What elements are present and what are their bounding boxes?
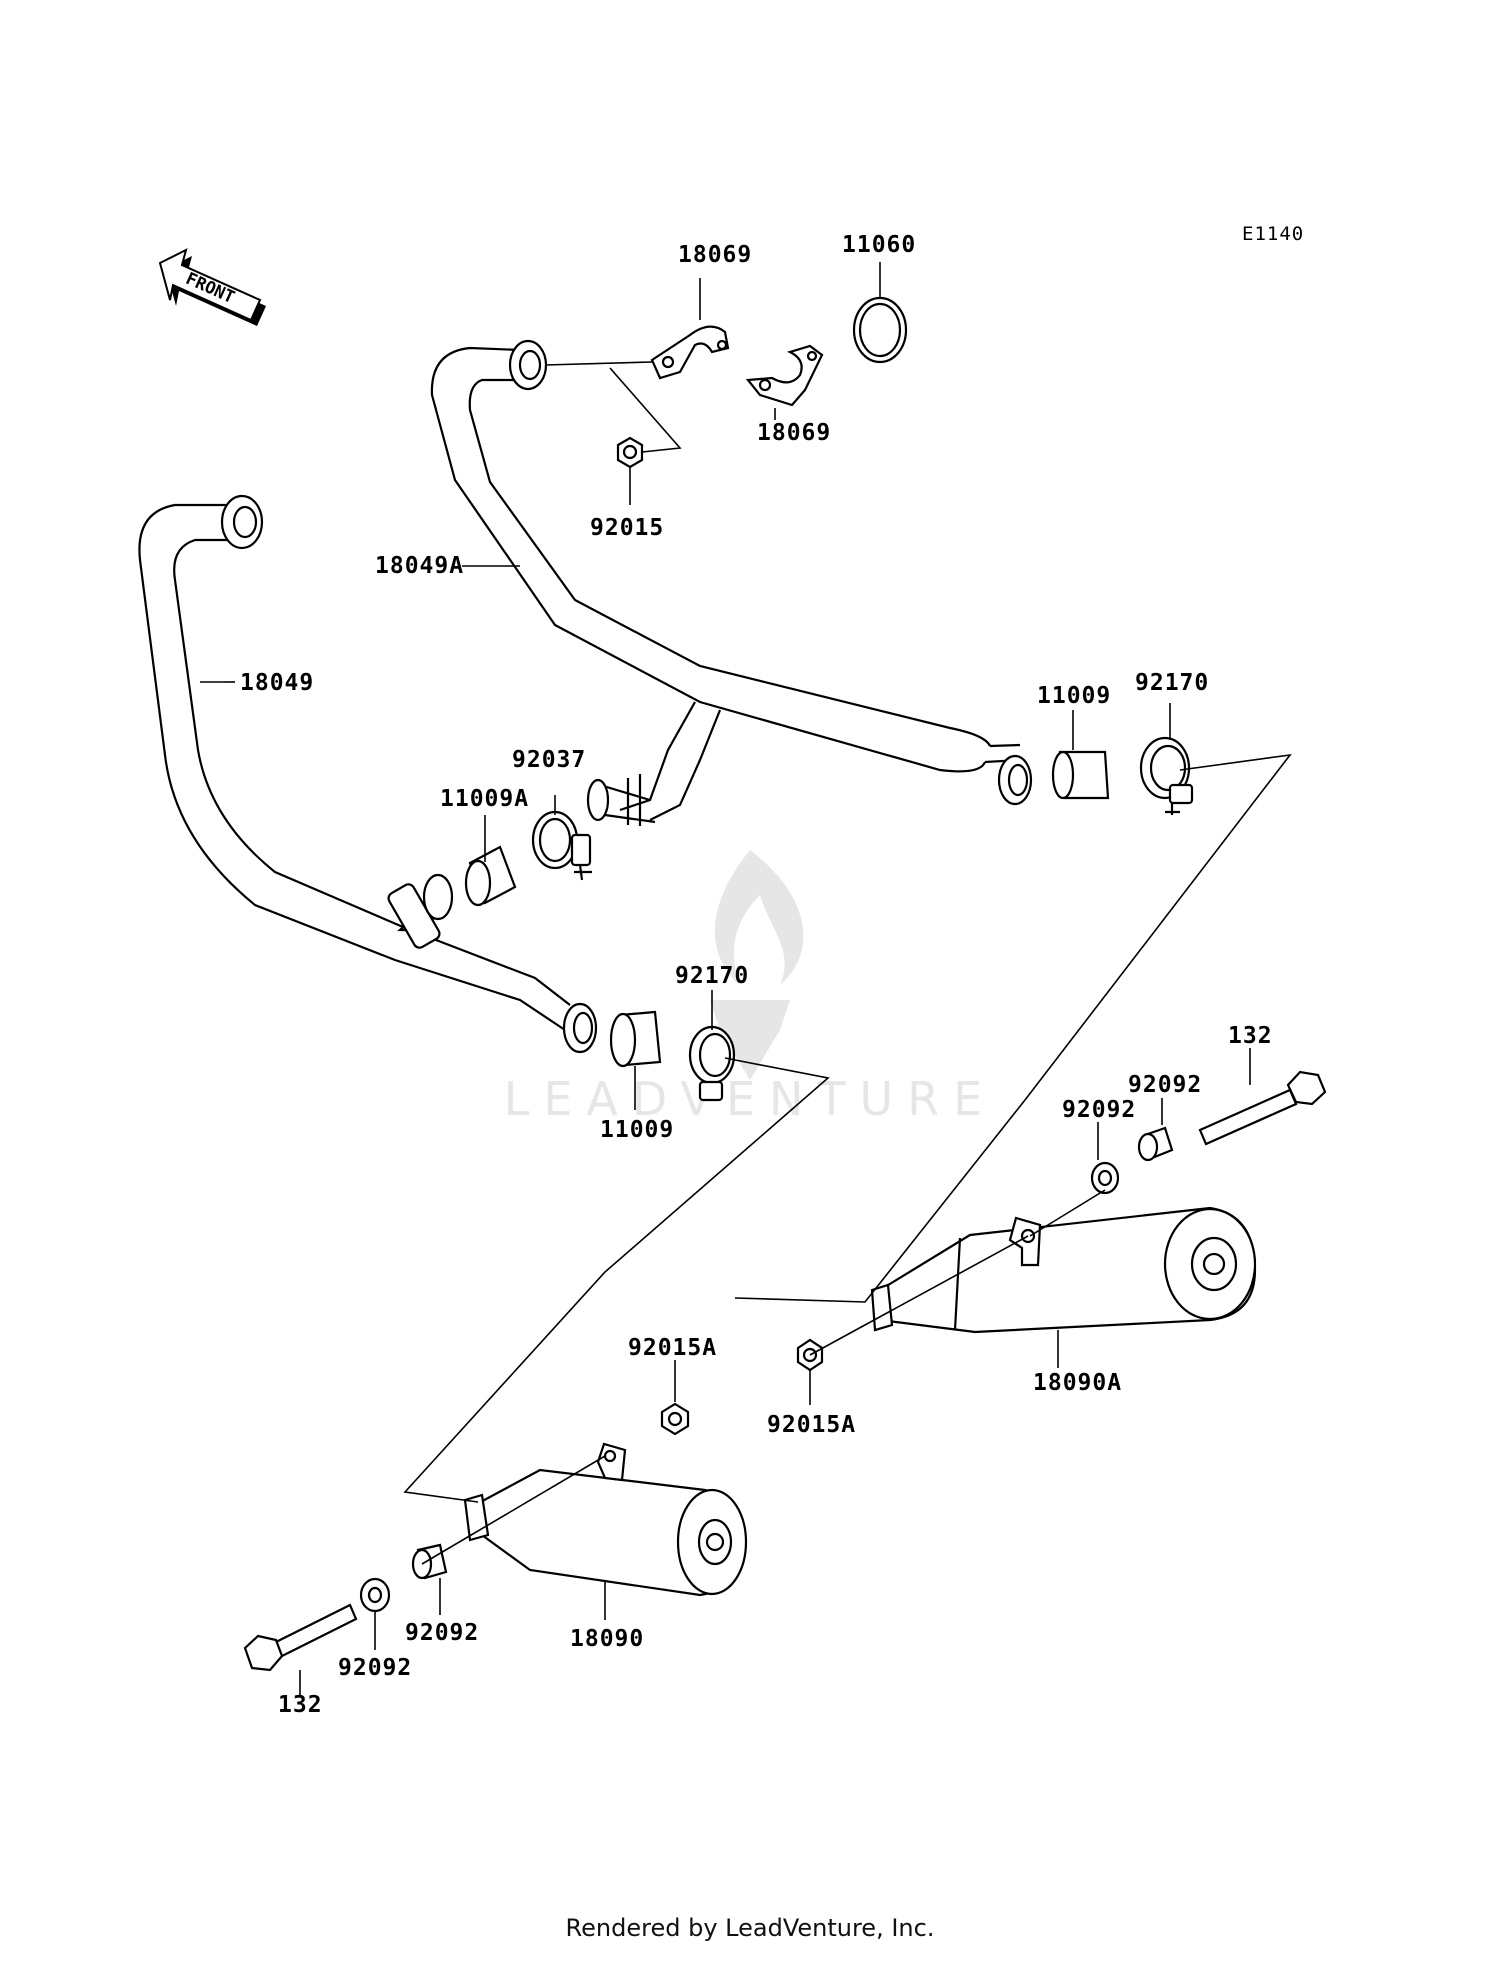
muffler-18090A bbox=[870, 1206, 1257, 1334]
sleeve-11009-mid bbox=[609, 1010, 662, 1068]
label-18090A: 18090A bbox=[1033, 1370, 1122, 1396]
diagram-code: E1140 bbox=[1242, 223, 1304, 245]
label-92015: 92015 bbox=[590, 515, 664, 541]
sleeve-11009A bbox=[464, 845, 517, 907]
label-132-right: 132 bbox=[1228, 1023, 1273, 1049]
sleeve-11009-right bbox=[1051, 750, 1110, 800]
bolt-132-right bbox=[1198, 1070, 1327, 1146]
exhaust-pipe-18049 bbox=[138, 494, 598, 1054]
label-92092-l2: 92092 bbox=[338, 1655, 412, 1681]
washer-92092-l2 bbox=[411, 1543, 448, 1580]
label-18049A: 18049A bbox=[375, 553, 464, 579]
nut-92015 bbox=[616, 436, 644, 469]
washer-92092-l1 bbox=[359, 1577, 391, 1613]
label-92170-mid: 92170 bbox=[675, 963, 749, 989]
leader-lines bbox=[200, 262, 1292, 1695]
muffler-18090 bbox=[463, 1442, 748, 1597]
front-arrow-icon: FRONT bbox=[158, 248, 266, 326]
exhaust-pipe-18049A bbox=[430, 339, 1033, 826]
watermark-text: LEADVENTURE bbox=[504, 1072, 997, 1126]
label-92015A-right: 92015A bbox=[767, 1412, 856, 1438]
bracket-18069-top bbox=[650, 325, 730, 380]
clamp-92037 bbox=[531, 810, 592, 881]
label-18069-bottom: 18069 bbox=[757, 420, 831, 446]
clamp-92170-right bbox=[1139, 736, 1194, 815]
label-18049: 18049 bbox=[240, 670, 314, 696]
label-92170-right: 92170 bbox=[1135, 670, 1209, 696]
bracket-18069-bottom bbox=[745, 344, 824, 407]
watermark-logo: LEADVENTURE bbox=[504, 850, 997, 1126]
label-92037: 92037 bbox=[512, 747, 586, 773]
label-11009-mid: 11009 bbox=[600, 1117, 674, 1143]
label-11009-right: 11009 bbox=[1037, 683, 1111, 709]
bolt-132-left bbox=[243, 1603, 358, 1672]
label-11060: 11060 bbox=[842, 232, 916, 258]
label-92092-r1: 92092 bbox=[1128, 1072, 1202, 1098]
label-92092-r2: 92092 bbox=[1062, 1097, 1136, 1123]
label-132-left: 132 bbox=[278, 1692, 323, 1718]
label-18090: 18090 bbox=[570, 1626, 644, 1652]
label-92015A-top: 92015A bbox=[628, 1335, 717, 1361]
nut-92015A-top bbox=[660, 1402, 690, 1436]
label-18069-top: 18069 bbox=[678, 242, 752, 268]
footer-credit: Rendered by LeadVenture, Inc. bbox=[565, 1914, 935, 1942]
label-92092-l1: 92092 bbox=[405, 1620, 479, 1646]
gasket-11060 bbox=[852, 296, 908, 364]
label-11009A: 11009A bbox=[440, 786, 529, 812]
washer-92092-r2 bbox=[1090, 1161, 1120, 1195]
washer-92092-r1 bbox=[1137, 1126, 1174, 1162]
